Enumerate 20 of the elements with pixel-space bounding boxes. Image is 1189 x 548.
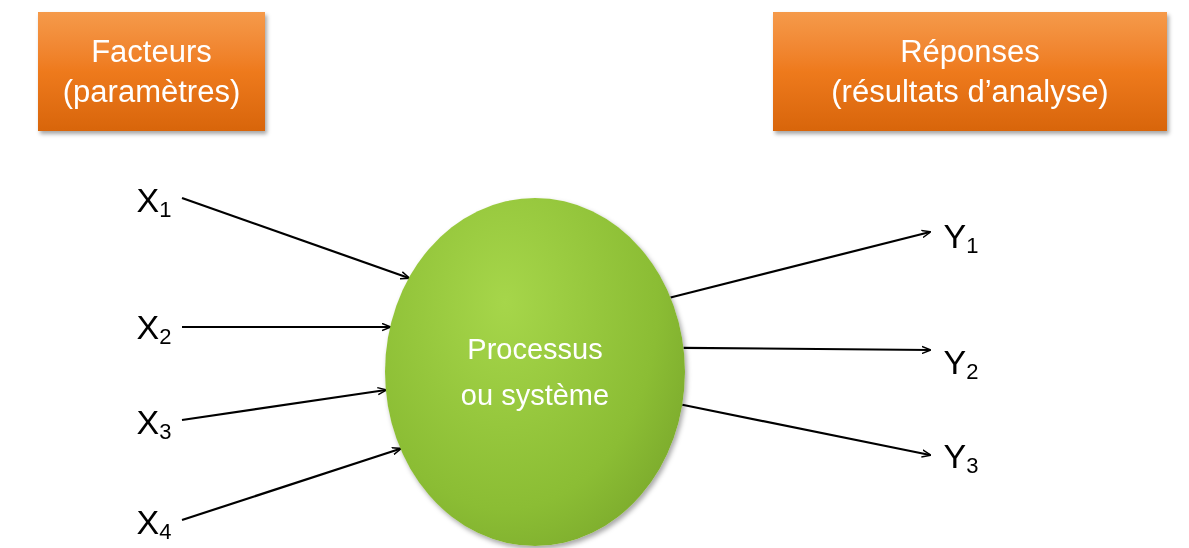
arrow [683, 345, 932, 355]
variable-label: X$_{2}$ [128, 303, 180, 351]
header-text: Facteurs [91, 32, 212, 71]
process-label: Processus ou système [459, 332, 611, 413]
header-box [38, 12, 265, 131]
variable-label: X$_{3}$ [128, 398, 180, 446]
variable-label: X$_{4}$ [128, 498, 180, 546]
variable-label: Y$_{2}$ [935, 338, 987, 386]
arrow [181, 447, 402, 522]
arrow [182, 322, 392, 332]
header-box [773, 12, 1167, 131]
variable-label: Y$_{1}$ [935, 212, 987, 260]
variable-label: X$_{1}$ [128, 176, 180, 224]
arrow [670, 229, 932, 299]
arrow [181, 196, 411, 280]
header-text: (résultats d’analyse) [831, 72, 1109, 111]
header-text: (paramètres) [62, 72, 241, 111]
variable-label: Y$_{3}$ [935, 432, 987, 480]
arrow [682, 403, 932, 458]
header-text: Réponses [900, 32, 1040, 71]
